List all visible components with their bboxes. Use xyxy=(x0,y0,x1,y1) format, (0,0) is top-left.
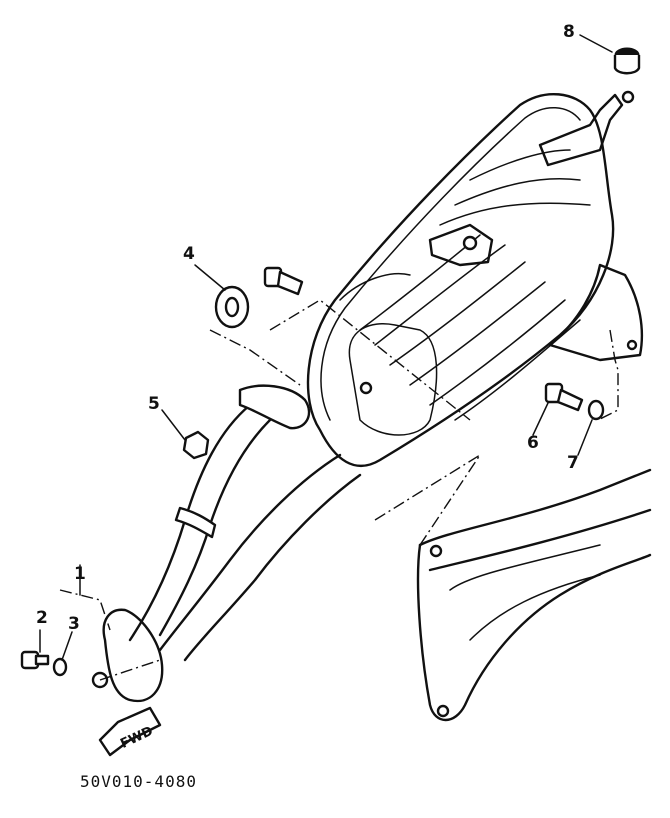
part-washer-3 xyxy=(52,657,68,677)
callout-6: 6 xyxy=(527,433,539,453)
callout-8: 8 xyxy=(563,22,575,42)
callout-4: 4 xyxy=(183,244,195,264)
assembly-leader-lines xyxy=(39,34,619,681)
fwd-arrow-icon: FWD xyxy=(98,706,162,757)
callout-1: 1 xyxy=(74,564,86,584)
part-nut-5 xyxy=(182,430,210,460)
callout-7: 7 xyxy=(567,453,579,473)
callout-5: 5 xyxy=(148,394,160,414)
part-grommet-8 xyxy=(613,47,641,75)
part-washer-7 xyxy=(587,399,605,421)
part-bolt-upper xyxy=(263,266,304,296)
part-bolt-6 xyxy=(544,382,584,412)
callout-2: 2 xyxy=(36,608,48,628)
part-code: 50V010-4080 xyxy=(80,772,197,791)
frame-bracket xyxy=(416,468,652,722)
exhaust-pipe xyxy=(91,384,362,703)
callout-3: 3 xyxy=(68,614,80,634)
part-gasket-4 xyxy=(214,285,250,329)
part-bolt-2 xyxy=(20,650,50,670)
muffler xyxy=(306,90,643,468)
